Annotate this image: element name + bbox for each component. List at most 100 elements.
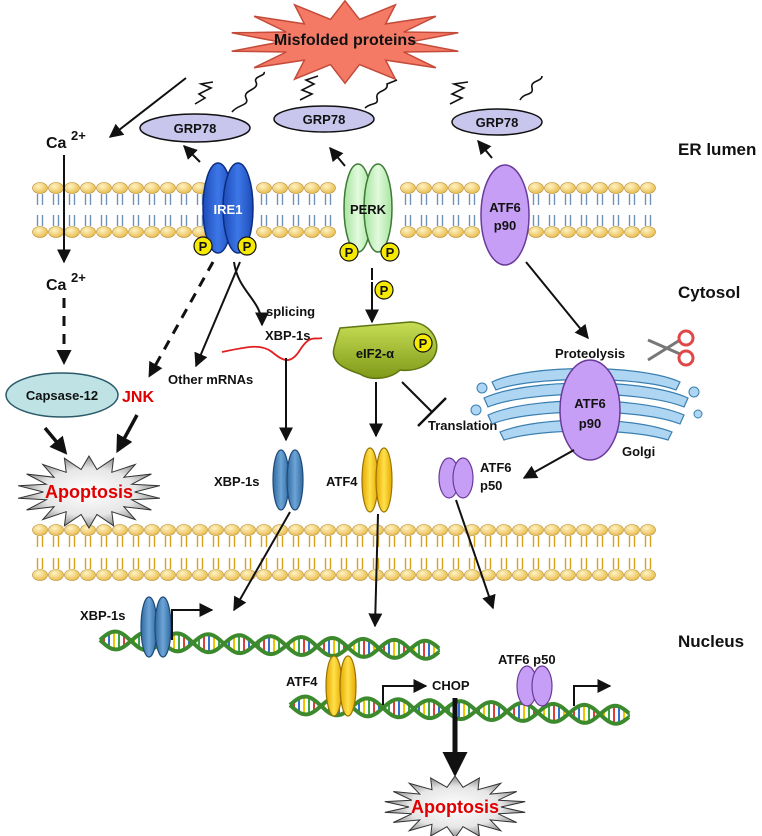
lipid-tail [532, 558, 540, 569]
lipid-head [224, 569, 240, 581]
arrow-caspase-to-apoptosis [43, 426, 68, 455]
lipid-tail [180, 215, 188, 226]
lipid-tail [436, 558, 444, 569]
caspase-12: Capsase-12 [5, 372, 119, 418]
lipid-head [32, 182, 48, 194]
lipid-head [608, 182, 624, 194]
lipid-head [448, 569, 464, 581]
lipid-tail [116, 194, 124, 205]
phospho-badge: P [380, 242, 400, 262]
lipid-tail [548, 558, 556, 569]
lipid-head [256, 524, 272, 536]
phospho-badge: P [413, 333, 433, 353]
lipid-head [240, 524, 256, 536]
lipid-tail [260, 536, 268, 547]
lipid-head [624, 226, 640, 238]
lipid-tail [612, 215, 620, 226]
lipid-tail [340, 558, 348, 569]
lipid-tail [324, 536, 332, 547]
svg-text:2+: 2+ [71, 128, 86, 143]
lipid-head [400, 226, 416, 238]
grp78-label: GRP78 [476, 115, 519, 130]
atf4-label: ATF4 [326, 474, 358, 489]
transcription-arrow-atf6 [573, 679, 612, 706]
lipid-head [640, 524, 656, 536]
lipid-tail [532, 194, 540, 205]
lipid-head [464, 569, 480, 581]
lipid-head [176, 226, 192, 238]
lipid-tail [132, 536, 140, 547]
lipid-tail [148, 215, 156, 226]
atf6-p50-protein [438, 457, 474, 499]
lipid-tail [116, 536, 124, 547]
other-mrnas-label: Other mRNAs [168, 372, 253, 387]
lipid-tail [548, 536, 556, 547]
apoptosis-burst-bottom: Apoptosis [384, 775, 526, 836]
lipid-head [432, 524, 448, 536]
arrow-golgi-to-atf6p50 [522, 449, 575, 479]
lipid-tail [356, 558, 364, 569]
lipid-tail [52, 194, 60, 205]
lipid-tail [612, 558, 620, 569]
atf6-p90-golgi: ATF6 p90 [559, 359, 621, 461]
lipid-tail [404, 536, 412, 547]
lipid-head [560, 569, 576, 581]
lipid-head [304, 182, 320, 194]
lipid-head [576, 569, 592, 581]
lipid-head [624, 569, 640, 581]
lipid-tail [500, 558, 508, 569]
scissors-icon [647, 329, 695, 367]
lipid-tail [36, 558, 44, 569]
lipid-tail [116, 215, 124, 226]
lipid-tail [532, 215, 540, 226]
lipid-head [32, 226, 48, 238]
lipid-tail [532, 536, 540, 547]
atf6-p50-label-line2: p50 [480, 478, 502, 493]
svg-text:P: P [345, 245, 354, 260]
lipid-head [288, 569, 304, 581]
lipid-tail [100, 215, 108, 226]
lipid-tail [340, 536, 348, 547]
lipid-tail [628, 536, 636, 547]
phospho-badge: P [374, 280, 394, 300]
lipid-tail [36, 215, 44, 226]
lipid-head [384, 524, 400, 536]
lipid-head [496, 569, 512, 581]
lipid-head [304, 569, 320, 581]
lipid-tail [580, 536, 588, 547]
lipid-tail [276, 215, 284, 226]
lipid-head [640, 226, 656, 238]
lipid-head [544, 182, 560, 194]
lipid-tail [596, 558, 604, 569]
lipid-head [256, 226, 272, 238]
lipid-head [160, 226, 176, 238]
lipid-head [176, 182, 192, 194]
lipid-head [272, 569, 288, 581]
lipid-tail [388, 558, 396, 569]
phospho-badge: P [237, 236, 257, 256]
svg-text:P: P [380, 283, 389, 298]
lipid-tail [196, 215, 204, 226]
lipid-head [432, 569, 448, 581]
lipid-head [96, 182, 112, 194]
lipid-head [288, 182, 304, 194]
lipid-tail [164, 558, 172, 569]
lipid-tail [164, 215, 172, 226]
lipid-tail [212, 558, 220, 569]
lipid-head [288, 524, 304, 536]
lipid-tail [68, 194, 76, 205]
lipid-tail [276, 194, 284, 205]
lipid-head [128, 182, 144, 194]
lipid-head [256, 182, 272, 194]
lipid-tail [388, 536, 396, 547]
misfolded-protein-squiggles [194, 71, 543, 113]
lipid-head [256, 569, 272, 581]
lipid-tail [580, 194, 588, 205]
lipid-tail [68, 215, 76, 226]
lipid-head [448, 182, 464, 194]
lipid-head [112, 569, 128, 581]
calcium-cytosol: Ca 2+ [46, 270, 86, 294]
lipid-tail [116, 558, 124, 569]
lipid-head [640, 182, 656, 194]
caspase-12-label: Capsase-12 [26, 388, 98, 403]
